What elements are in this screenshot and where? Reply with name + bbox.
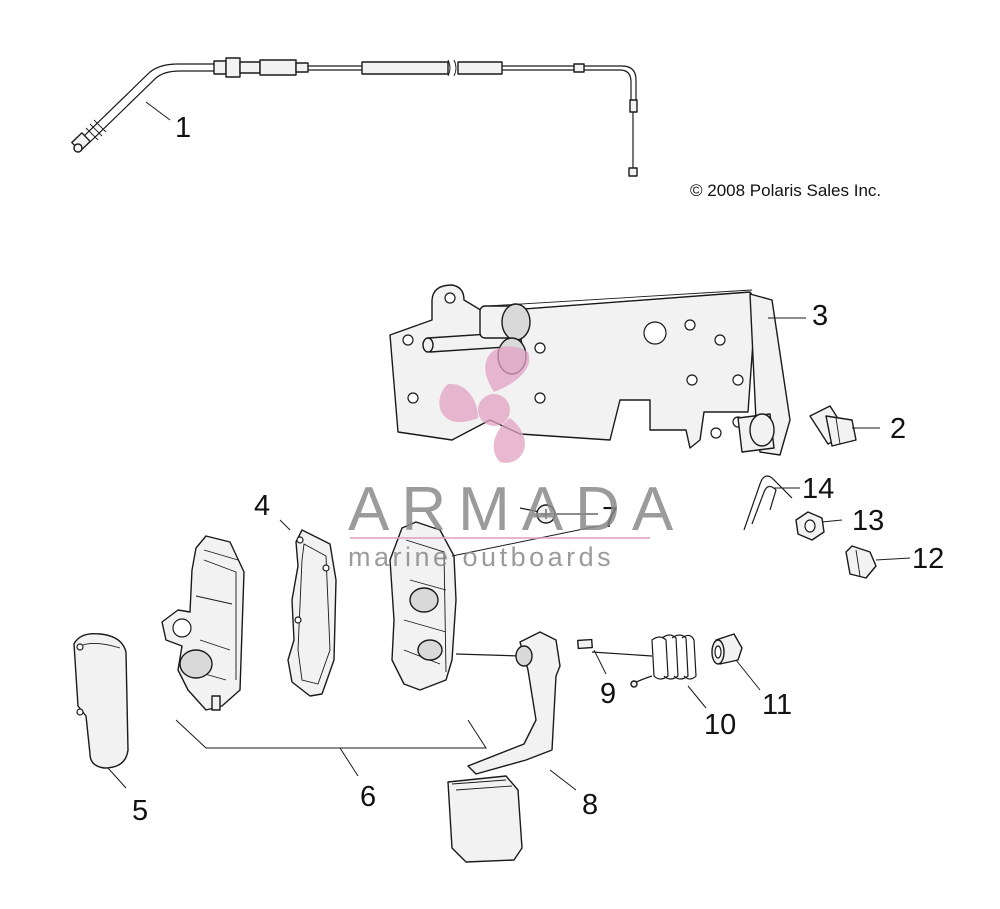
sensor-housing-left	[161, 535, 245, 711]
callout-9: 9	[600, 678, 616, 710]
watermark-title: ARMADA	[348, 475, 686, 544]
callout-6: 6	[360, 781, 376, 813]
nut	[795, 511, 825, 541]
gasket	[287, 529, 337, 697]
pedal-bracket	[389, 284, 791, 456]
callout-12: 12	[912, 543, 944, 575]
callout-11: 11	[762, 689, 792, 721]
key	[577, 638, 653, 657]
bushing	[711, 633, 743, 665]
sensor-housing-right	[389, 521, 521, 691]
spring	[630, 634, 697, 688]
callout-2: 2	[890, 413, 906, 445]
bolt	[845, 545, 877, 579]
cover	[73, 633, 129, 769]
flange-bolt	[809, 405, 857, 447]
callout-8: 8	[582, 789, 598, 821]
callout-14: 14	[802, 473, 834, 505]
callout-4: 4	[254, 490, 270, 522]
callout-13: 13	[852, 505, 884, 537]
hairpin-clip	[743, 475, 793, 531]
pedal	[447, 631, 561, 863]
callout-5: 5	[132, 795, 148, 827]
callout-labels: 1 2 3 4 5 6 7 8 9 10 11 12 13 14	[132, 112, 944, 827]
throttle-cable	[71, 57, 638, 177]
watermark-divider	[350, 537, 650, 539]
leader-lines	[107, 101, 911, 791]
watermark-logo	[439, 346, 530, 463]
screw	[519, 504, 556, 524]
watermark-subtitle: marine outboards	[348, 542, 615, 572]
callout-3: 3	[812, 300, 828, 332]
callout-1: 1	[175, 112, 191, 144]
copyright-notice: © 2008 Polaris Sales Inc.	[690, 181, 882, 200]
callout-7: 7	[602, 502, 618, 534]
callout-10: 10	[704, 709, 736, 741]
